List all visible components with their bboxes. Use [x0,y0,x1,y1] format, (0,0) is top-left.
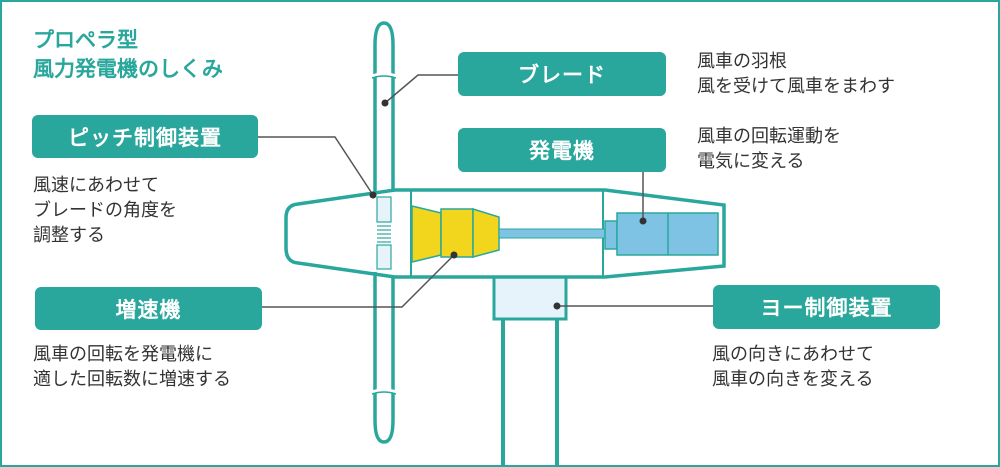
tower [501,318,559,467]
shaft [498,228,606,239]
desc-line: 電気に変える [697,151,805,172]
label-generator: 発電機 [458,128,666,172]
desc-yaw-control: 風の向きにあわせて 風車の向きを変える [712,342,874,392]
yaw-control-unit [492,273,568,321]
desc-generator: 風車の回転運動を 電気に変える [697,124,841,174]
desc-line: 風車の羽根 [697,51,787,72]
label-blade: ブレード [458,52,666,96]
desc-line: 風を受けて風車をまわす [697,76,895,97]
desc-line: 風車の向きを変える [712,369,874,390]
diagram-title: プロペラ型 風力発電機のしくみ [33,26,223,84]
label-pitch-control: ピッチ制御装置 [32,115,258,158]
desc-gearbox: 風車の回転を発電機に 適した回転数に増速する [33,342,231,392]
desc-blade: 風車の羽根 風を受けて風車をまわす [697,49,895,99]
desc-line: 風の向きにあわせて [712,344,874,365]
desc-pitch-control: 風速にあわせて ブレードの角度を 調整する [33,173,177,248]
desc-line: 風車の回転を発電機に [33,344,213,365]
generator [604,212,719,256]
desc-line: ブレードの角度を [33,200,177,221]
leader-lines [258,74,713,308]
desc-line: 風車の回転運動を [697,126,841,147]
label-yaw-control: ヨー制御装置 [713,285,940,329]
pitch-control-hub [376,196,392,270]
desc-line: 調整する [33,225,105,246]
desc-line: 適した回転数に増速する [33,369,231,390]
leader-dots [369,99,647,310]
title-line-1: プロペラ型 [33,28,138,52]
label-gearbox: 増速機 [35,287,262,330]
title-line-2: 風力発電機のしくみ [33,57,223,81]
gearbox [411,205,500,263]
blade [371,21,397,444]
desc-line: 風速にあわせて [33,175,159,196]
